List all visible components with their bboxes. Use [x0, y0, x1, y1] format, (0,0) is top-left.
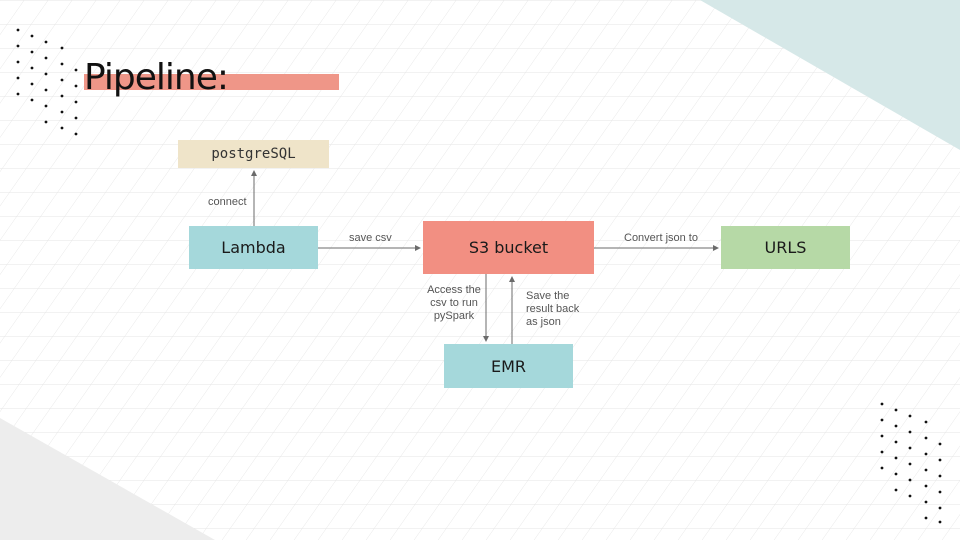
node-lambda: Lambda: [189, 226, 318, 269]
edge-label-access-csv: Access the csv to run pySpark: [427, 284, 481, 322]
page-title: Pipeline:: [84, 57, 229, 98]
node-s3-bucket: S3 bucket: [423, 221, 594, 274]
gray-corner-shape: [0, 418, 215, 540]
title-accent-bar: [84, 74, 339, 90]
teal-corner-shape: [700, 0, 960, 150]
edge-label-convert-json: Convert json to: [624, 232, 698, 244]
edge-label-save-result: Save the result back as json: [526, 290, 580, 328]
dot-pattern-bottom-right: [880, 402, 942, 524]
dot-pattern-top-left: [16, 28, 78, 136]
edge-label-connect: connect: [208, 196, 247, 208]
node-urls: URLS: [721, 226, 850, 269]
node-postgresql: postgreSQL: [178, 140, 329, 168]
node-emr: EMR: [444, 344, 573, 388]
edge-label-save-csv: save csv: [349, 232, 392, 244]
